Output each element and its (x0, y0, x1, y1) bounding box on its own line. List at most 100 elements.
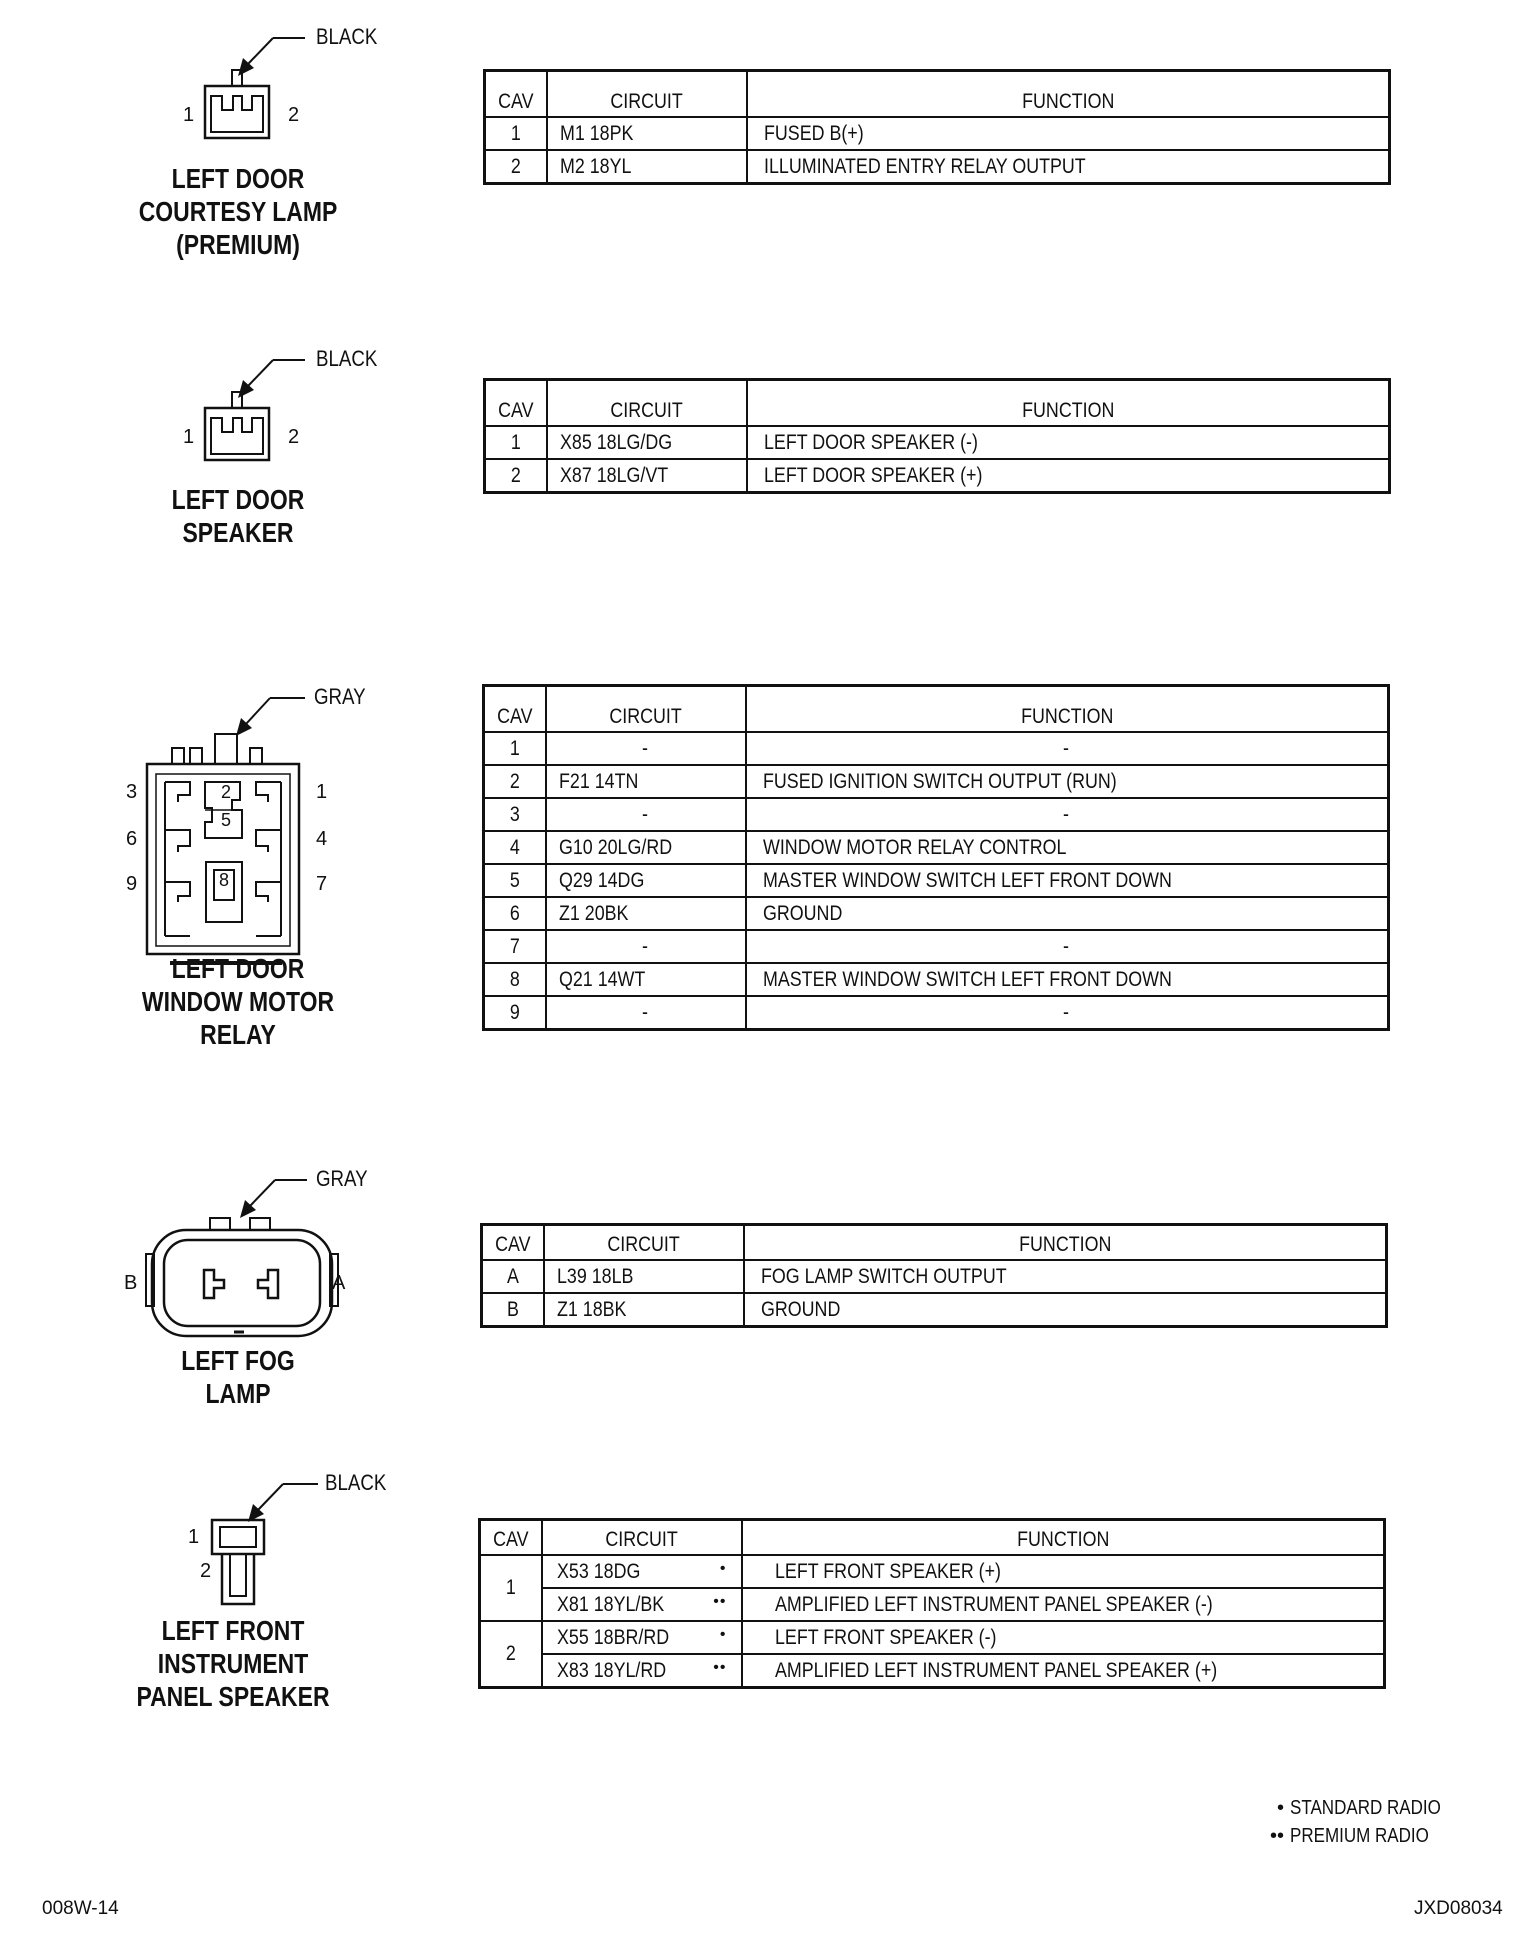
connector-name: LEFT DOOR WINDOW MOTOR RELAY (123, 952, 353, 1051)
connector-left-door-window-motor-relay: GRAY 3 6 9 1 4 7 2 5 8 LEFT DOOR WINDOW … (0, 670, 1520, 1070)
function-cell: MASTER WINDOW SWITCH LEFT FRONT DOWN (744, 863, 1390, 898)
connector-left-front-instrument-panel-speaker: BLACK 1 2 LEFT FRONT INSTRUMENT PANEL SP… (0, 1460, 1520, 1720)
header-function: FUNCTION (740, 1518, 1386, 1556)
table-row: X83 18YL/RD•• AMPLIFIED LEFT INSTRUMENT … (480, 1653, 1386, 1689)
function-cell: AMPLIFIED LEFT INSTRUMENT PANEL SPEAKER … (740, 1653, 1386, 1689)
function-cell: LEFT FRONT SPEAKER (-) (740, 1620, 1386, 1655)
table-header-row: CAV CIRCUIT FUNCTION (482, 684, 1390, 733)
speaker-connector-icon (210, 1483, 318, 1606)
cav-cell: B (480, 1292, 545, 1328)
circuit-cell: M1 18PK (545, 116, 748, 151)
circuit-cell: F21 14TN (544, 764, 747, 799)
function-cell: - (744, 995, 1390, 1031)
connector-name-line: LEFT FRONT (161, 1615, 305, 1646)
cav-cell: 2 (483, 458, 548, 494)
pin-table-left-door-courtesy-lamp: CAV CIRCUIT FUNCTION 1 M1 18PK FUSED B(+… (483, 69, 1391, 185)
cav-cell: 3 (482, 797, 547, 832)
circuit-cell: X83 18YL/RD•• (540, 1653, 743, 1689)
circuit-cell: M2 18YL (545, 149, 748, 185)
circuit-cell: Q21 14WT (544, 962, 747, 997)
pin-label: 8 (219, 870, 230, 890)
premium-radio-marker: •• (713, 1592, 727, 1610)
pin-label: 2 (288, 104, 300, 126)
header-circuit: CIRCUIT (544, 684, 747, 733)
header-circuit: CIRCUIT (540, 1518, 743, 1556)
circuit-cell: L39 18LB (542, 1259, 745, 1294)
function-cell: LEFT FRONT SPEAKER (+) (740, 1554, 1386, 1589)
function-cell: ILLUMINATED ENTRY RELAY OUTPUT (745, 149, 1391, 185)
function-cell: GROUND (744, 896, 1390, 931)
circuit-cell: X81 18YL/BK•• (540, 1587, 743, 1622)
function-cell: - (744, 797, 1390, 832)
legend-standard-label: STANDARD RADIO (1289, 1797, 1441, 1819)
connector-name-line: RELAY (200, 1019, 276, 1050)
header-function: FUNCTION (742, 1223, 1388, 1261)
connector-name-line: LEFT DOOR (171, 163, 305, 194)
function-cell: AMPLIFIED LEFT INSTRUMENT PANEL SPEAKER … (740, 1587, 1386, 1622)
pin-label: 3 (126, 781, 138, 803)
wire-color-label: BLACK (316, 346, 378, 371)
connector-name: LEFT FRONT INSTRUMENT PANEL SPEAKER (118, 1614, 348, 1713)
table-row: 8 Q21 14WT MASTER WINDOW SWITCH LEFT FRO… (482, 962, 1390, 997)
cav-cell: 2 (482, 764, 547, 799)
cav-cell: 1 (482, 731, 547, 766)
cav-cell: 2 (483, 149, 548, 185)
table-row: 5 Q29 14DG MASTER WINDOW SWITCH LEFT FRO… (482, 863, 1390, 898)
circuit-cell: X53 18DG• (540, 1554, 743, 1589)
table-row: 3 - - (482, 797, 1390, 832)
header-function: FUNCTION (745, 378, 1391, 427)
cav-cell: 4 (482, 830, 547, 865)
table-header-row: CAV CIRCUIT FUNCTION (483, 69, 1391, 118)
function-cell: GROUND (742, 1292, 1388, 1328)
fog-lamp-connector-icon (145, 1179, 339, 1338)
connector-name: LEFT DOOR COURTESY LAMP (PREMIUM) (123, 162, 353, 261)
function-cell: FUSED IGNITION SWITCH OUTPUT (RUN) (744, 764, 1390, 799)
function-cell: WINDOW MOTOR RELAY CONTROL (744, 830, 1390, 865)
pin-label: 7 (316, 873, 328, 895)
connector-left-door-speaker: BLACK 1 2 LEFT DOOR SPEAKER (0, 330, 1520, 560)
table-header-row: CAV CIRCUIT FUNCTION (483, 378, 1391, 427)
pin-label: A (332, 1272, 346, 1294)
pin-label: B (124, 1272, 138, 1294)
table-row: 7 - - (482, 929, 1390, 964)
function-cell: LEFT DOOR SPEAKER (+) (745, 458, 1391, 494)
pin-label: 1 (183, 426, 195, 448)
function-cell: FUSED B(+) (745, 116, 1391, 151)
cav-cell: 1 (478, 1554, 543, 1622)
header-circuit: CIRCUIT (545, 378, 748, 427)
radio-legend: • STANDARD RADIO •• PREMIUM RADIO (1262, 1794, 1467, 1850)
pin-label: 4 (316, 828, 328, 850)
table-row: 2 M2 18YL ILLUMINATED ENTRY RELAY OUTPUT (483, 149, 1391, 185)
pin-label: 6 (126, 828, 138, 850)
standard-radio-marker: • (1276, 1797, 1284, 1819)
connector-name: LEFT FOG LAMP (123, 1344, 353, 1410)
pin-table-left-fog-lamp: CAV CIRCUIT FUNCTION A L39 18LB FOG LAMP… (480, 1223, 1388, 1328)
header-cav: CAV (482, 684, 547, 733)
two-pin-connector-icon (203, 37, 305, 140)
connector-name-line: SPEAKER (182, 517, 294, 548)
standard-radio-marker: • (719, 1625, 727, 1643)
table-header-row: CAV CIRCUIT FUNCTION (480, 1223, 1388, 1261)
circuit-cell: - (544, 731, 747, 766)
connector-name-line: LAMP (205, 1378, 271, 1409)
wire-color-label: BLACK (316, 24, 378, 49)
header-cav: CAV (483, 378, 548, 427)
connector-left-door-courtesy-lamp: BLACK 1 2 LEFT DOOR COURTESY LAMP (PREMI… (0, 0, 1520, 270)
cav-cell: 8 (482, 962, 547, 997)
circuit-cell: X87 18LG/VT (545, 458, 748, 494)
standard-radio-marker: • (719, 1559, 727, 1577)
premium-radio-marker: •• (1269, 1825, 1284, 1847)
connector-name-line: COURTESY LAMP (138, 196, 338, 227)
circuit-cell: Q29 14DG (544, 863, 747, 898)
function-cell: - (744, 731, 1390, 766)
header-circuit: CIRCUIT (542, 1223, 745, 1261)
connector-name-line: INSTRUMENT (157, 1648, 309, 1679)
two-pin-connector-icon (203, 359, 305, 462)
header-circuit: CIRCUIT (545, 69, 748, 118)
cav-cell: A (480, 1259, 545, 1294)
connector-name-line: LEFT DOOR (171, 953, 305, 984)
cav-cell: 2 (478, 1620, 543, 1689)
premium-radio-marker: •• (713, 1658, 727, 1676)
function-cell: MASTER WINDOW SWITCH LEFT FRONT DOWN (744, 962, 1390, 997)
page-number: 008W-14 (42, 1898, 119, 1919)
